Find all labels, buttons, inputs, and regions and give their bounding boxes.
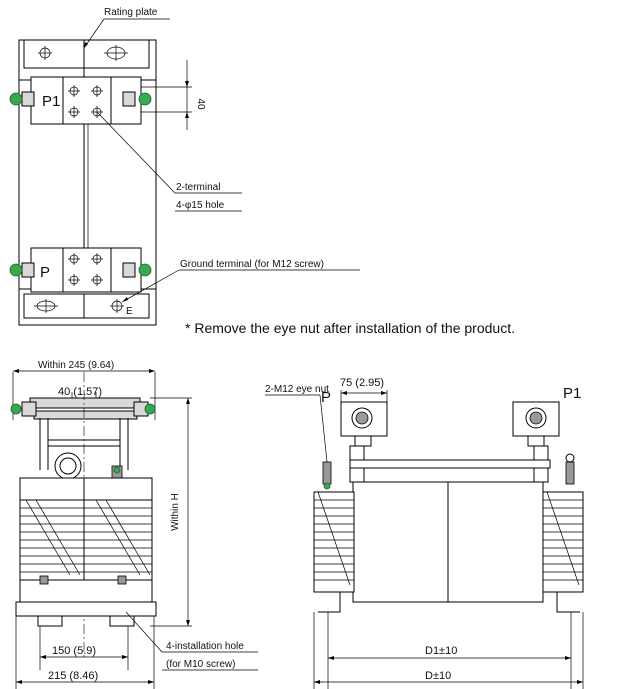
front-view xyxy=(10,369,258,689)
top-view xyxy=(9,18,360,326)
d-dimension-label: D±10 xyxy=(425,670,451,682)
within-h-label: Within H xyxy=(170,493,181,531)
width-215-label: 215 (8.46) xyxy=(48,670,98,682)
installation-hole-line1: 4-installation hole xyxy=(166,641,244,652)
spacing-40-label: 40 (1.57) xyxy=(58,386,102,398)
spacing-150-label: 150 (5.9) xyxy=(52,645,96,657)
terminal-callout-line2: 4-φ15 hole xyxy=(176,200,225,211)
remove-eye-nut-note: * Remove the eye nut after installation … xyxy=(185,320,515,336)
earth-mark: E xyxy=(126,306,133,317)
d1-dimension-label: D1±10 xyxy=(425,645,457,657)
within-width-label: Within 245 (9.64) xyxy=(38,360,114,371)
p-side-label: P xyxy=(321,389,331,406)
installation-hole-line2: (for M10 screw) xyxy=(166,659,235,670)
ground-terminal-label: Ground terminal (for M12 screw) xyxy=(180,259,324,270)
dim-40-label: 40 xyxy=(195,98,206,110)
p1-terminal-label: P1 xyxy=(42,93,60,110)
rating-plate-label: Rating plate xyxy=(104,7,158,18)
side-view xyxy=(265,390,584,689)
eye-nut-label: 2-M12 eye nut xyxy=(265,384,329,395)
p1-side-label: P1 xyxy=(563,385,581,402)
p-terminal-label: P xyxy=(40,264,50,281)
terminal-width-75-label: 75 (2.95) xyxy=(340,377,384,389)
terminal-callout-line1: 2-terminal xyxy=(176,182,220,193)
